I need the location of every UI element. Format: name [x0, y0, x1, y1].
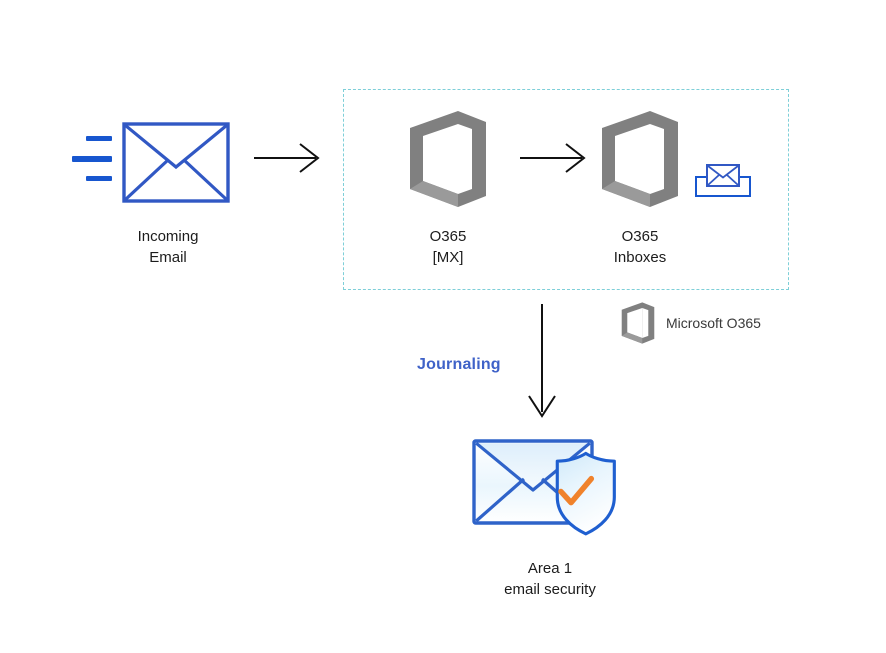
node-incoming-email[interactable]: [70, 118, 230, 213]
node-o365-mx-label: O365 [MX]: [378, 226, 518, 268]
arrow-incoming-to-mx: [252, 140, 324, 176]
label-line-2: [MX]: [432, 249, 464, 266]
arrow-journaling-down: [522, 302, 562, 422]
arrow-mx-to-inboxes: [518, 140, 590, 176]
envelope-shield-check-icon: [472, 439, 616, 536]
office-365-icon: [621, 302, 655, 344]
node-o365-mx[interactable]: [406, 110, 490, 208]
office-365-icon: [410, 111, 486, 207]
node-inbox-tray[interactable]: [693, 160, 753, 200]
arrow-right-icon: [520, 143, 586, 173]
label-line-1: Area 1: [527, 560, 573, 577]
legend-office-365-icon-wrap: [620, 302, 656, 344]
arrow-right-icon: [254, 143, 320, 173]
office-365-icon: [602, 111, 678, 207]
connector-label-journaling: Journaling: [417, 356, 501, 373]
label-line-1: Incoming: [137, 228, 199, 245]
label-line-1: O365: [621, 228, 659, 245]
legend-label-microsoft-o365: Microsoft O365: [666, 315, 761, 331]
label-line-2: Inboxes: [613, 249, 667, 266]
node-o365-inboxes[interactable]: [598, 110, 682, 208]
arrow-down-icon: [528, 304, 556, 418]
node-area-1-email-security-label: Area 1 email security: [460, 558, 640, 600]
label-line-1: O365: [429, 228, 467, 245]
microsoft-o365-boundary-zone: [343, 89, 789, 290]
inbox-tray-envelope-icon: [695, 164, 751, 197]
envelope-with-speed-lines-icon: [72, 122, 230, 203]
label-line-2: Email: [149, 249, 187, 266]
label-line-2: email security: [504, 581, 596, 598]
node-area-1-email-security[interactable]: [468, 433, 633, 548]
